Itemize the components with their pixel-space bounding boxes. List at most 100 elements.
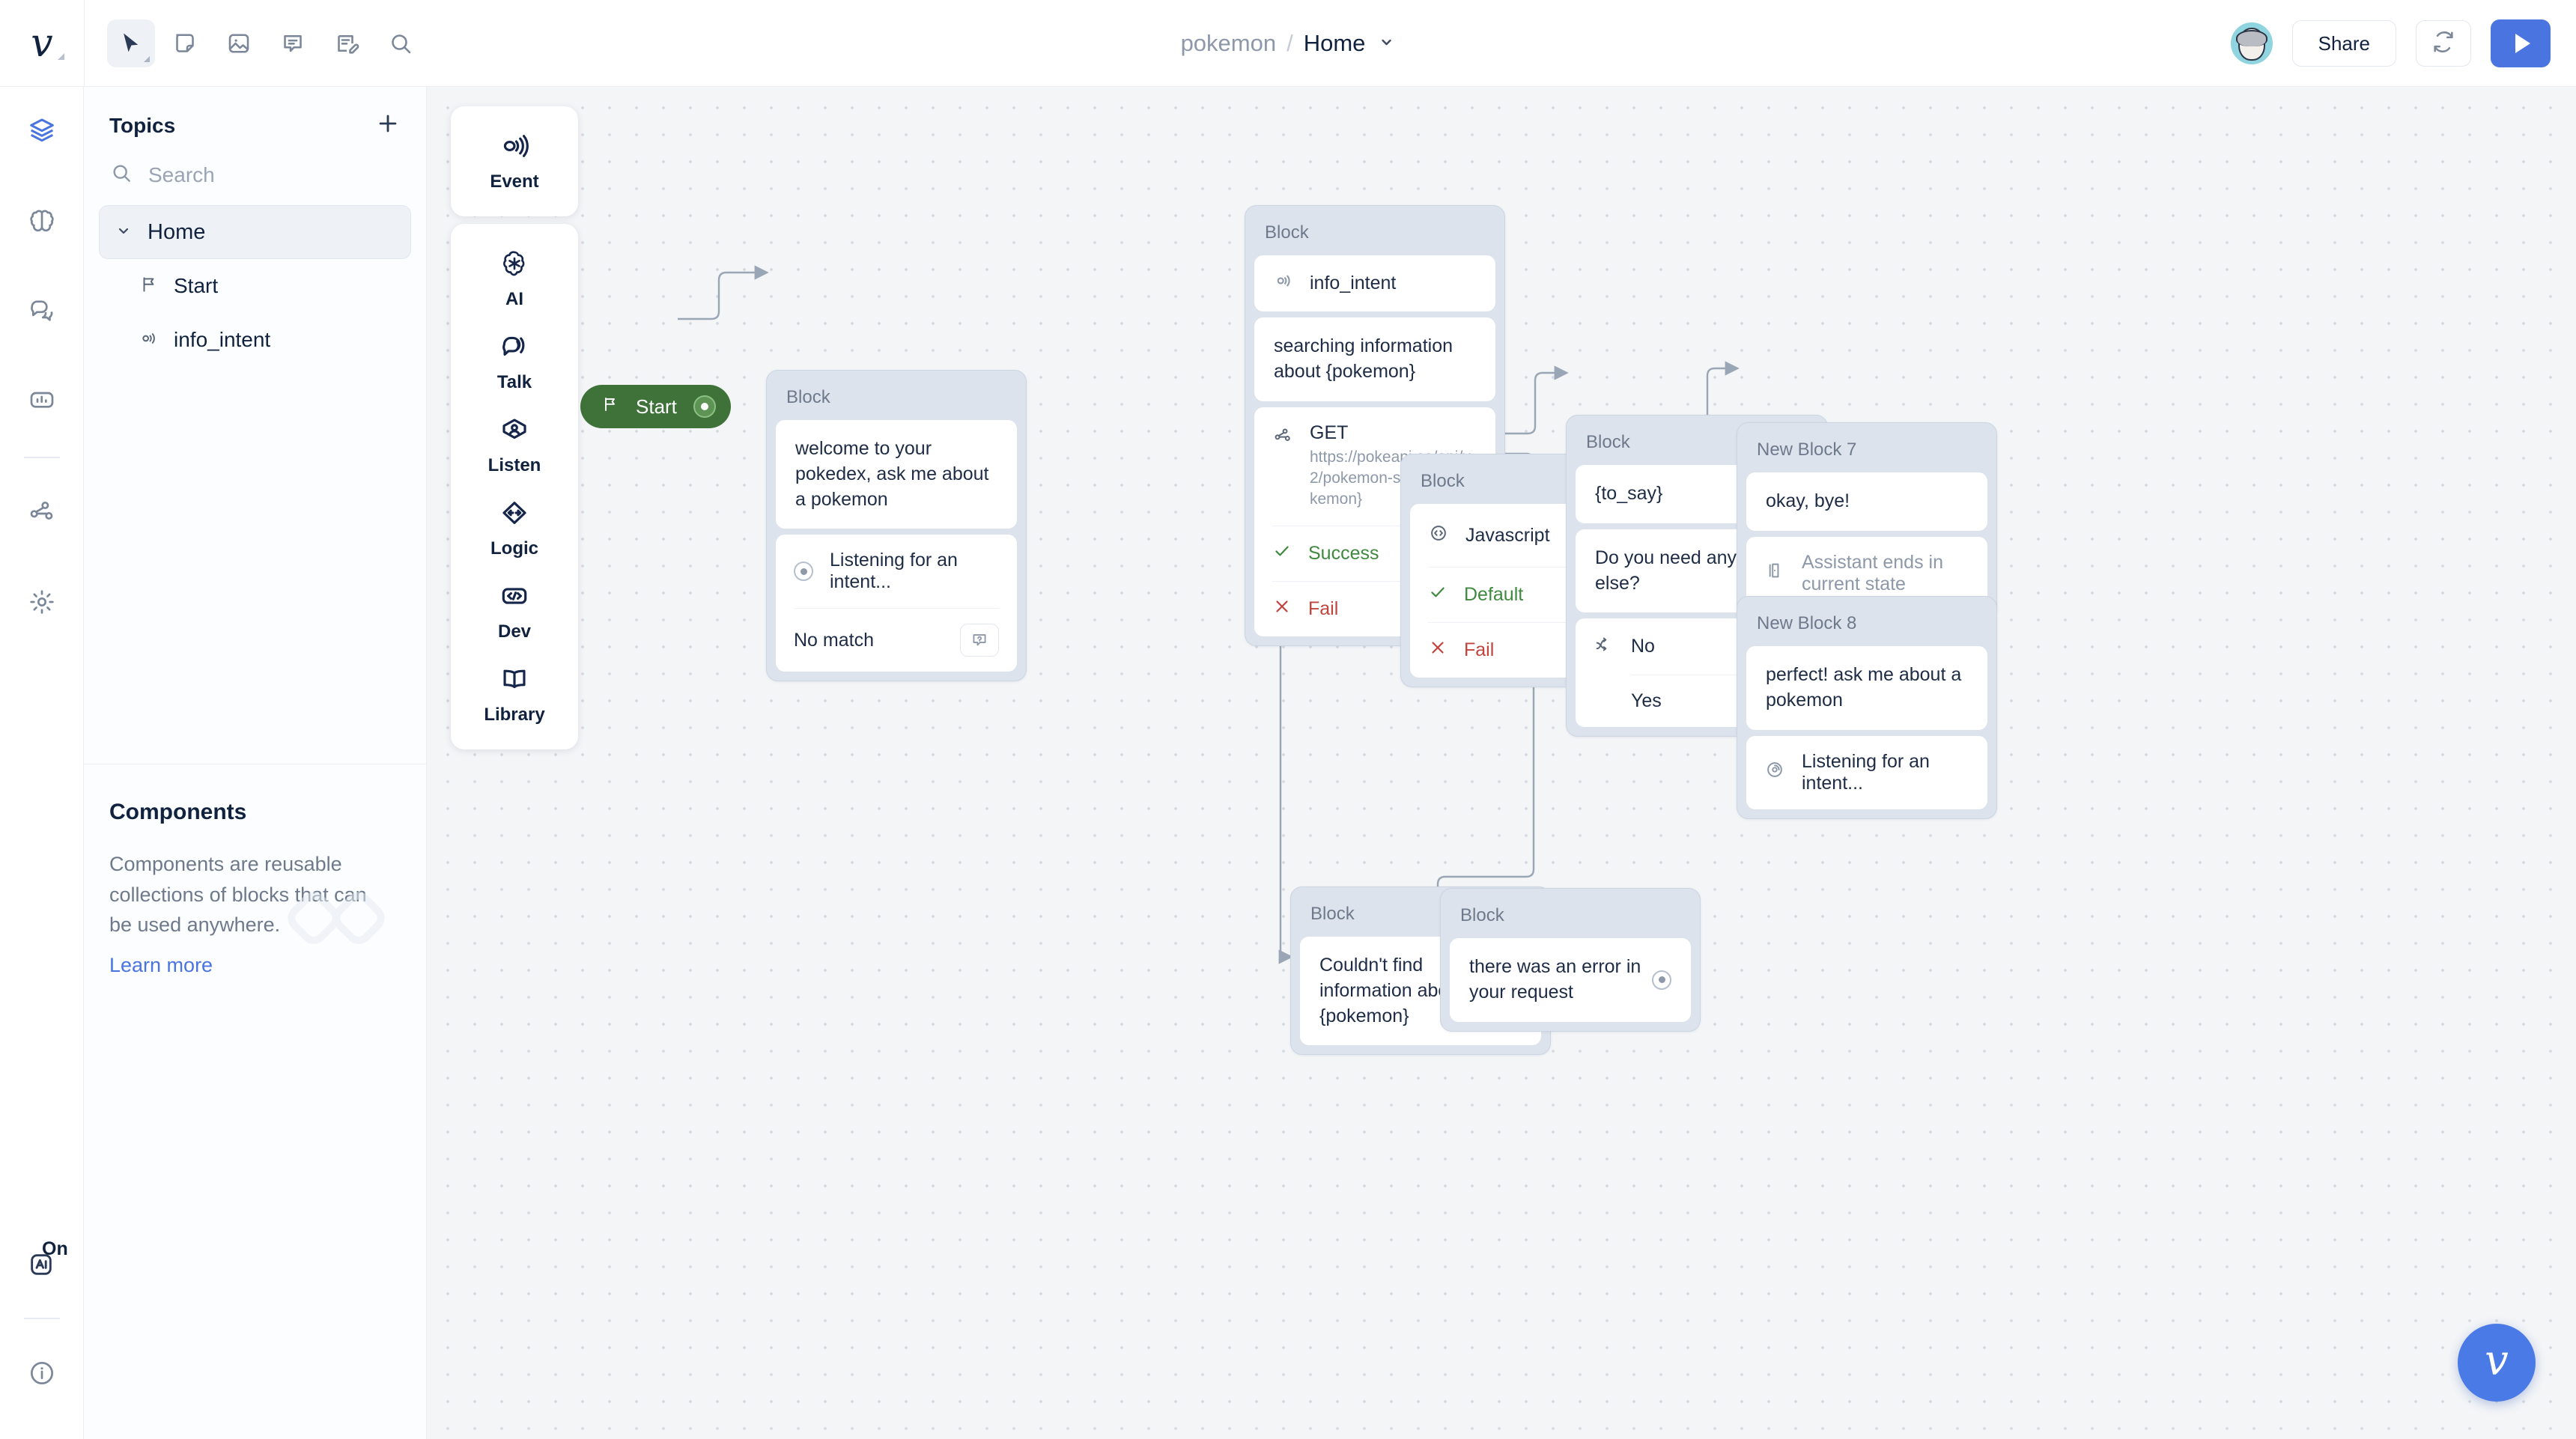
start-node-port[interactable] <box>693 395 716 418</box>
step-message-text: Couldn't find information about {pokemon… <box>1319 955 1465 1026</box>
play-icon <box>2515 34 2530 53</box>
components-description: Components are reusable collections of b… <box>109 853 367 936</box>
no-match-prompt-button[interactable] <box>960 624 999 657</box>
step-listen[interactable]: Listening for an intent... No match <box>776 535 1017 672</box>
markup-tool[interactable] <box>323 19 371 67</box>
canvas-inner: Event AI <box>427 87 2576 1439</box>
tool-group <box>85 19 425 67</box>
block-error[interactable]: Block there was an error in your request <box>1440 888 1701 1032</box>
block-new-block-8[interactable]: New Block 8 perfect! ask me about a poke… <box>1737 596 1997 819</box>
components-panel: Components Components are reusable colle… <box>84 764 427 1013</box>
block-title: Block <box>1421 471 1465 491</box>
step-message[interactable]: welcome to your pokedex, ask me about a … <box>776 420 1017 529</box>
sidebar-item-conversations[interactable] <box>0 267 84 356</box>
flow-canvas[interactable]: Event AI <box>427 87 2576 1439</box>
block-welcome[interactable]: Block welcome to your pokedex, ask me ab… <box>766 370 1027 682</box>
message-port[interactable] <box>1652 970 1671 990</box>
listen-port[interactable] <box>794 562 813 582</box>
row-divider <box>1272 580 1477 582</box>
refresh-button[interactable] <box>2416 20 2471 67</box>
palette-listen[interactable]: Listen <box>451 404 578 487</box>
avatar[interactable] <box>2230 22 2273 64</box>
javascript-fail-label: Fail <box>1464 639 1495 660</box>
tree-item-start[interactable]: Start <box>99 259 411 313</box>
chat-bubbles-icon <box>27 295 57 329</box>
sidebar-item-knowledge[interactable] <box>0 177 84 267</box>
icon-rail: On <box>0 87 84 1439</box>
comment-tool[interactable] <box>269 19 317 67</box>
block-title: Block <box>1460 905 1504 925</box>
help-button[interactable] <box>0 1330 84 1420</box>
step-message-row: there was an error in your request <box>1450 938 1691 1022</box>
sidebar-item-settings[interactable] <box>0 559 84 648</box>
breadcrumb-current[interactable]: Home <box>1303 30 1366 56</box>
note-tool[interactable] <box>161 19 209 67</box>
image-tool[interactable] <box>215 19 263 67</box>
step-listen[interactable]: Listening for an intent... <box>1746 735 1987 809</box>
block-title: Block <box>1265 222 1309 243</box>
top-toolbar: v <box>0 0 2576 87</box>
tree-item-home[interactable]: Home <box>99 205 411 259</box>
cursor-tool[interactable] <box>107 19 155 67</box>
palette-logic[interactable]: Logic <box>451 487 578 570</box>
brand-corner-triangle-icon <box>58 52 64 60</box>
block-new-block-7[interactable]: New Block 7 okay, bye! Assistant <box>1737 422 1997 620</box>
refresh-icon <box>2431 29 2456 58</box>
step-message[interactable]: searching information about {pokemon} <box>1254 317 1495 401</box>
listen-row: Listening for an intent... <box>776 535 1017 608</box>
run-button[interactable] <box>2491 19 2551 67</box>
assistant-fab-button[interactable]: v <box>2458 1324 2536 1402</box>
search-tool[interactable] <box>377 19 425 67</box>
tree-item-info-intent[interactable]: info_intent <box>99 313 411 367</box>
nodes-icon <box>27 497 57 531</box>
components-title: Components <box>109 800 247 824</box>
breadcrumb: pokemon / Home <box>1181 30 1396 57</box>
listen-icon <box>499 414 530 449</box>
palette-event[interactable]: Event <box>451 120 578 203</box>
brand-logo[interactable]: v <box>0 0 84 87</box>
choice-yes-label: Yes <box>1631 690 1662 712</box>
step-message-text: perfect! ask me about a pokemon <box>1766 664 1962 711</box>
palette-ai[interactable]: AI <box>451 237 578 320</box>
step-message-text: there was an error in your request <box>1469 956 1641 1003</box>
listen-row: Listening for an intent... <box>1746 736 1987 809</box>
palette-group-event: Event <box>451 106 578 216</box>
step-message[interactable]: there was an error in your request <box>1450 938 1691 1022</box>
sidebar-title: Topics <box>109 113 176 137</box>
palette-dev[interactable]: Dev <box>451 570 578 653</box>
sidebar-item-designer[interactable] <box>0 87 84 177</box>
chevron-down-icon[interactable] <box>1377 33 1395 55</box>
breadcrumb-project[interactable]: pokemon <box>1180 30 1277 56</box>
api-fail-label: Fail <box>1308 597 1339 619</box>
add-topic-button[interactable] <box>375 111 401 140</box>
javascript-default-label: Default <box>1464 584 1524 605</box>
palette-label: Event <box>490 171 539 192</box>
intent-row: info_intent <box>1254 255 1495 311</box>
step-intent[interactable]: info_intent <box>1254 255 1495 311</box>
palette-label: Dev <box>497 621 532 642</box>
close-icon <box>1272 597 1292 621</box>
step-message[interactable]: okay, bye! <box>1746 472 1987 531</box>
intent-icon <box>139 329 159 352</box>
search-input[interactable] <box>148 162 395 187</box>
row-divider <box>794 608 999 609</box>
palette-group-steps: AI Talk <box>451 224 578 749</box>
analytics-icon <box>27 385 57 419</box>
avatar-hair <box>2235 30 2267 47</box>
palette-talk[interactable]: Talk <box>451 320 578 404</box>
chevron-down-icon[interactable] <box>115 222 133 243</box>
start-node-label: Start <box>636 395 677 418</box>
ai-assist-toggle[interactable]: On <box>0 1225 84 1307</box>
no-match-row: No match <box>776 609 1017 672</box>
sidebar-item-integrations[interactable] <box>0 469 84 559</box>
learn-more-link[interactable]: Learn more <box>109 953 213 976</box>
breadcrumb-separator: / <box>1287 30 1293 56</box>
palette-library[interactable]: Library <box>451 653 578 736</box>
rail-divider <box>23 457 60 458</box>
share-button[interactable]: Share <box>2291 20 2396 67</box>
start-node[interactable]: Start <box>580 385 731 428</box>
step-message[interactable]: perfect! ask me about a pokemon <box>1746 646 1987 730</box>
dev-icon <box>499 580 530 615</box>
sidebar-item-analytics[interactable] <box>0 356 84 446</box>
